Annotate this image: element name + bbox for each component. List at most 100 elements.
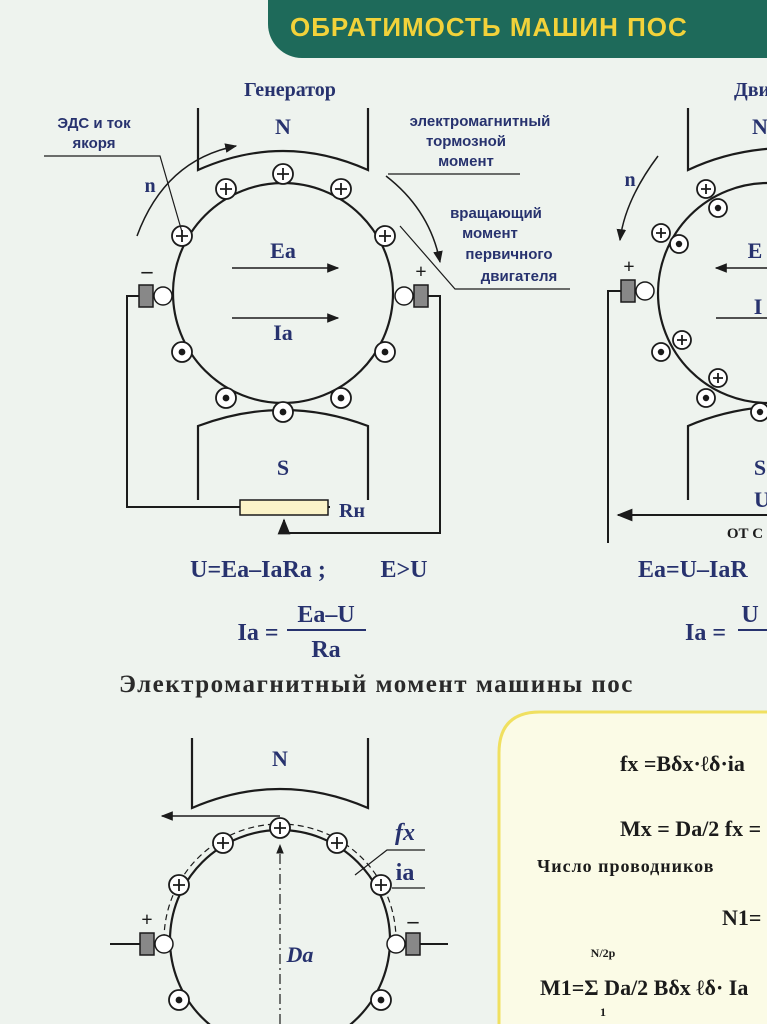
load-resistor	[239, 499, 329, 516]
drive-leader	[399, 225, 570, 290]
torque-brush-left	[110, 932, 174, 956]
gen-eq2-num: Ea–U	[297, 602, 354, 628]
conductor-dot	[374, 341, 396, 363]
torque-pole-n-label: N	[272, 746, 288, 771]
sum-upper-limit: N/2p	[591, 946, 616, 960]
emf-label-line2: якоря	[73, 135, 116, 152]
torque-brush-right	[386, 932, 448, 956]
conductor-dot	[168, 989, 190, 1011]
motor-u-label: U	[754, 487, 767, 512]
brake-label-line2: тормозной	[426, 133, 506, 150]
conductor-plus	[168, 874, 190, 896]
motor-eq2-lhs: Ia =	[685, 620, 726, 646]
rotation-label: n	[144, 175, 155, 197]
gen-eq2-den: Ra	[311, 637, 340, 663]
conductor-plus	[272, 163, 294, 185]
header-bar	[268, 0, 767, 58]
conductor-dot	[171, 341, 193, 363]
pole-n-label: N	[275, 114, 291, 139]
gen-eq2-lhs: Ia =	[237, 620, 278, 646]
motor-e-label: E	[748, 238, 763, 263]
ia-label: Ia	[273, 320, 293, 345]
motor-rotation-arrow	[616, 155, 659, 242]
diameter-label: Da	[286, 942, 314, 967]
torque-plus-sign: +	[141, 909, 152, 931]
ia-small-label: ia	[396, 860, 415, 886]
conductors-dot	[171, 341, 396, 423]
conductor-dot	[696, 388, 716, 408]
motor-rotation-label: n	[624, 169, 635, 191]
conductor-plus	[212, 832, 234, 854]
motor-brush-left	[620, 279, 655, 303]
conductor-plus	[708, 368, 728, 388]
sum-lower-limit: 1	[600, 1005, 606, 1019]
formula-box-bg	[497, 710, 767, 1024]
conductor-dot	[750, 402, 767, 422]
conductor-dot	[669, 234, 689, 254]
emf-label-line1: ЭДС и ток	[57, 115, 131, 132]
drive-label-line2: момент	[462, 225, 518, 242]
motor-pole-s-shape	[686, 405, 767, 500]
conductor-plus	[215, 178, 237, 200]
drive-label-line4: двигателя	[481, 268, 558, 285]
brush-right	[394, 284, 429, 308]
generator-diagram: Генератор N S	[44, 79, 570, 663]
conductor-dot	[708, 198, 728, 218]
drive-label-line3: первичного	[465, 246, 552, 263]
brake-label-line3: момент	[438, 153, 494, 170]
brush-left	[138, 284, 173, 308]
motor-diagram: Дви N S E I	[607, 79, 767, 646]
formula-force: fx =Bδx·ℓδ·ia	[620, 751, 745, 776]
plus-sign: +	[415, 261, 426, 283]
conductor-plus	[374, 225, 396, 247]
motor-title: Дви	[734, 79, 767, 101]
drive-torque-arrow	[385, 175, 443, 264]
motor-armature-circle	[656, 181, 767, 405]
motor-pole-n-shape	[686, 108, 767, 172]
conductor-plus	[370, 874, 392, 896]
motor-pole-s-label: S	[754, 455, 766, 480]
gen-eq1: U=Ea–IaRa ;	[190, 557, 326, 583]
gen-eq1b: E>U	[380, 557, 427, 583]
torque-pole-n-shape	[190, 738, 370, 810]
torque-diagram: N Da +	[110, 738, 448, 1024]
torque-conductors	[168, 817, 392, 1011]
motor-pole-n-label: N	[752, 114, 767, 139]
generator-title: Генератор	[244, 79, 336, 101]
motor-from-label: ОТ С	[727, 526, 763, 542]
conductor-plus	[269, 817, 291, 839]
conductors-count-label: Число проводников	[537, 856, 714, 876]
brake-label-line1: электромагнитный	[410, 113, 551, 130]
formula-n1: N1=	[722, 905, 761, 930]
conductor-plus	[651, 223, 671, 243]
motor-eq1: Ea=U–IaR	[638, 557, 748, 583]
conductor-plus	[330, 178, 352, 200]
pole-s-label: S	[277, 455, 289, 480]
motor-plus-sign: +	[623, 256, 634, 278]
formula-moment: Mx = Da/2 fx =	[620, 816, 761, 841]
conductor-dot	[272, 401, 294, 423]
conductor-plus	[672, 330, 692, 350]
torque-heading: Электромагнитный момент машины пос	[119, 671, 634, 698]
pole-n-shape	[196, 108, 370, 172]
minus-sign: –	[141, 258, 154, 283]
formula-total-moment: M1=Σ Da/2 Bδx ℓδ· Ia	[540, 975, 748, 1000]
formula-box: fx =Bδx·ℓδ·ia Mx = Da/2 fx = Число прово…	[497, 710, 767, 1024]
conductor-plus	[326, 832, 348, 854]
motor-i-label: I	[754, 294, 763, 319]
armature-circle	[171, 181, 395, 405]
conductor-plus	[696, 179, 716, 199]
wire-right	[277, 295, 441, 535]
page-title: ОБРАТИМОСТЬ МАШИН ПОС	[290, 12, 688, 42]
motor-wire-left	[607, 290, 621, 543]
conductor-dot	[651, 342, 671, 362]
fx-leader	[354, 849, 425, 876]
load-label: Rн	[339, 500, 365, 522]
conductor-plus	[171, 225, 193, 247]
rotation-arrow	[136, 143, 238, 237]
wire-left	[126, 295, 240, 508]
ea-label: Ea	[270, 238, 296, 263]
conductors-plus	[171, 163, 396, 247]
